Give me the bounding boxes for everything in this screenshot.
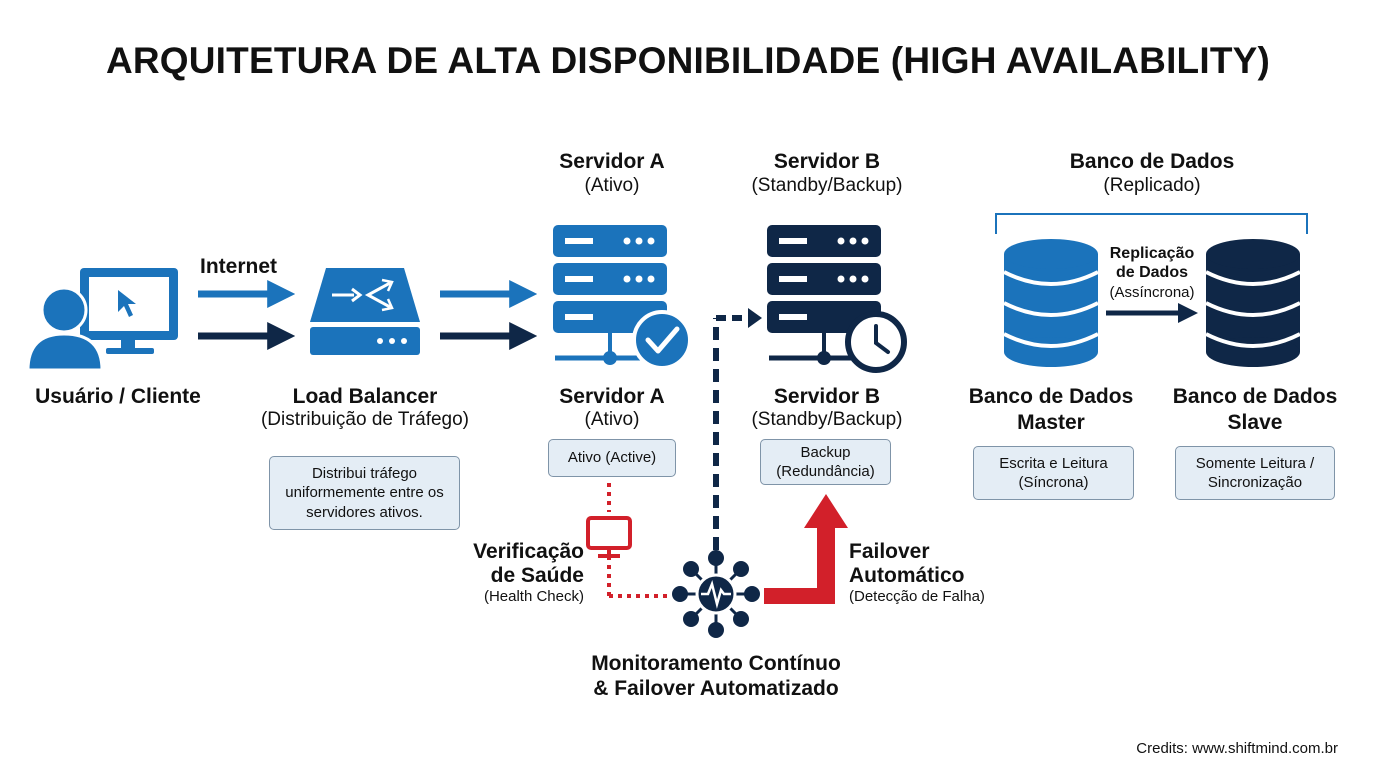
internet-arrows bbox=[198, 280, 296, 350]
failover-label: Automático bbox=[849, 564, 965, 587]
database-group-sub: (Replicado) bbox=[1103, 175, 1201, 196]
standby-link bbox=[713, 308, 762, 550]
health-check-label: Verificação bbox=[473, 540, 584, 563]
slave-db-label: Slave bbox=[1227, 411, 1283, 434]
client-icon bbox=[26, 268, 178, 372]
monitoring-hub-icon bbox=[672, 550, 760, 638]
load-balancer-icon bbox=[310, 268, 420, 355]
load-balancer-desc-line: Distribui tráfego bbox=[311, 464, 418, 482]
slave-db-desc-line: Sincronização bbox=[1207, 474, 1303, 491]
server-a-status: Ativo (Active) bbox=[548, 439, 676, 477]
server-a-top-label: Servidor A bbox=[559, 150, 665, 173]
slave-db-desc-line: Somente Leitura / bbox=[1195, 454, 1315, 472]
slave-db-label: Banco de Dados bbox=[1172, 385, 1338, 408]
load-balancer-desc-line: uniformemente entre os bbox=[285, 484, 444, 502]
slave-db-icon bbox=[1205, 239, 1301, 367]
master-db-desc-line: (Síncrona) bbox=[1018, 474, 1089, 491]
health-check-link bbox=[607, 483, 668, 598]
server-b-top-label: Servidor B bbox=[773, 150, 881, 173]
server-b-status: Backup (Redundância) bbox=[760, 439, 891, 485]
credits: Credits: www.shiftmind.com.br bbox=[1136, 740, 1338, 757]
internet-label: Internet bbox=[200, 255, 278, 278]
health-check-monitor-icon bbox=[586, 516, 632, 558]
load-balancer-label: Load Balancer bbox=[292, 385, 438, 408]
replication-label: de Dados bbox=[1115, 264, 1188, 281]
master-db-label: Master bbox=[1017, 411, 1085, 434]
database-group-label: Banco de Dados bbox=[1069, 150, 1235, 173]
server-b-status-line: (Redundância) bbox=[776, 463, 875, 480]
load-balancer-desc: Distribui tráfego uniformemente entre os… bbox=[269, 456, 460, 530]
master-db-desc-line: Escrita e Leitura bbox=[999, 454, 1108, 472]
server-b-label: Servidor B bbox=[773, 385, 881, 408]
replication-sub: (Assíncrona) bbox=[1109, 284, 1195, 301]
load-balancer-desc-line: servidores ativos. bbox=[306, 503, 423, 521]
page-title: ARQUITETURA DE ALTA DISPONIBILIDADE (HIG… bbox=[105, 40, 1271, 81]
failover-label: Failover bbox=[849, 540, 930, 563]
lb-to-server-arrows bbox=[440, 280, 538, 350]
database-bracket bbox=[995, 213, 1308, 234]
health-check-sub: (Health Check) bbox=[483, 588, 584, 605]
master-db-label: Banco de Dados bbox=[968, 385, 1134, 408]
server-b-top-sub: (Standby/Backup) bbox=[751, 175, 903, 196]
health-check-label: de Saúde bbox=[490, 564, 584, 587]
server-b-sub: (Standby/Backup) bbox=[751, 409, 903, 430]
client-label: Usuário / Cliente bbox=[35, 385, 201, 408]
server-a-label: Servidor A bbox=[559, 385, 665, 408]
server-a-top-sub: (Ativo) bbox=[584, 175, 640, 196]
load-balancer-sub: (Distribuição de Tráfego) bbox=[260, 409, 470, 430]
server-a-icon bbox=[553, 225, 692, 370]
slave-db-desc: Somente Leitura / Sincronização bbox=[1175, 446, 1335, 500]
monitoring-label: Monitoramento Contínuo bbox=[591, 652, 841, 675]
server-a-sub: (Ativo) bbox=[584, 409, 640, 430]
monitoring-label: & Failover Automatizado bbox=[593, 677, 839, 700]
server-b-status-line: Backup bbox=[800, 443, 851, 461]
master-db-desc: Escrita e Leitura (Síncrona) bbox=[973, 446, 1134, 500]
server-b-icon bbox=[767, 225, 907, 373]
replication-label: Replicação bbox=[1109, 245, 1195, 262]
failover-sub: (Detecção de Falha) bbox=[849, 588, 985, 605]
failover-arrow bbox=[764, 494, 848, 604]
master-db-icon bbox=[1003, 239, 1099, 367]
